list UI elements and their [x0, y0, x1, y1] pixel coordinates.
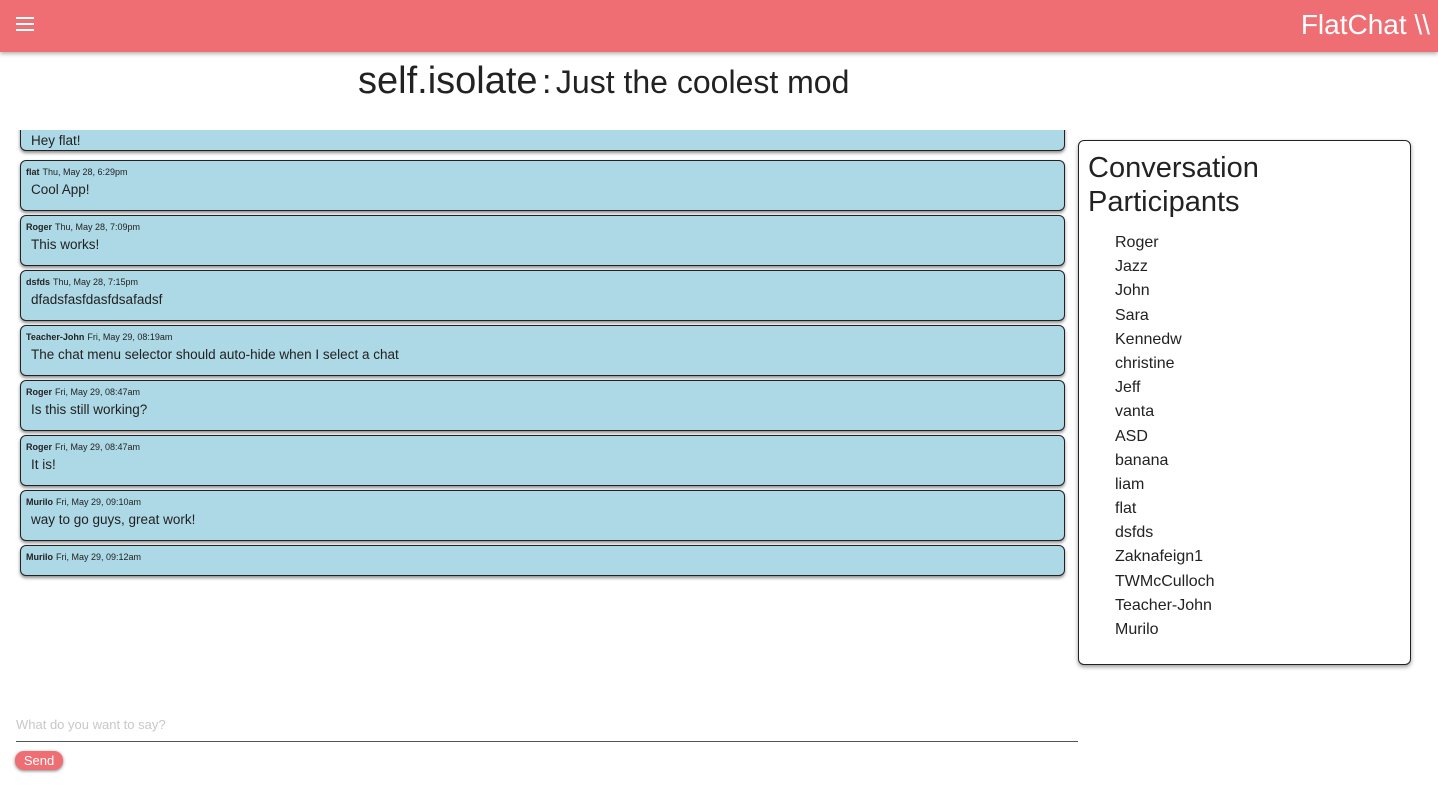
participant-item: Jazz [1115, 258, 1148, 276]
participant-item: Murilo [1115, 621, 1159, 638]
message-timestamp: Thu, May 28, 6:29pm [42, 167, 128, 177]
message-text: dfadsfasfdasfdsafadsf [31, 292, 163, 307]
message-timestamp: Fri, May 29, 08:19am [87, 332, 173, 342]
message-author: Murilo [26, 497, 53, 507]
message-timestamp: Fri, May 29, 08:47am [55, 442, 141, 452]
participant-item: John [1115, 282, 1150, 300]
chat-name: self.isolate [358, 60, 538, 102]
message-timestamp: Fri, May 29, 09:10am [56, 497, 142, 507]
message-input[interactable] [16, 708, 1078, 742]
participant-item: Zaknafeign1 [1115, 548, 1204, 566]
app-brand: FlatChat \\ [1300, 9, 1430, 40]
message-author: Roger [26, 387, 53, 397]
message-timestamp: Fri, May 29, 08:47am [55, 387, 141, 397]
participant-item: vanta [1115, 403, 1155, 421]
message-text: Hey flat! [31, 133, 81, 148]
participant-item: dsfds [1115, 524, 1154, 542]
participants-panel: Conversation Participants Roger Jazz Joh… [1078, 140, 1411, 665]
message-text: The chat menu selector should auto-hide … [31, 347, 399, 362]
participant-item: ASD [1115, 427, 1148, 445]
participant-item: christine [1115, 354, 1175, 372]
message-author: Teacher-John [26, 332, 85, 342]
top-app-bar: FlatChat \\ [0, 0, 1438, 52]
participant-item: TWMcCulloch [1115, 572, 1215, 590]
participant-item: banana [1115, 451, 1169, 469]
message-text: This works! [31, 237, 100, 252]
message-text: Is this still working? [31, 402, 148, 417]
message-timestamp: Thu, May 28, 7:09pm [55, 222, 141, 232]
participants-list: Roger Jazz John Sara Kennedw christine J… [1115, 233, 1215, 644]
message-author: Roger [26, 222, 53, 232]
chat-description: Just the coolest mod [555, 64, 850, 100]
message-author: flat [26, 167, 40, 177]
send-button[interactable]: Send [15, 751, 63, 770]
chat-title-separator: : [542, 63, 552, 101]
message-text: way to go guys, great work! [31, 512, 196, 527]
chat-title: self.isolate : Just the coolest mod [358, 60, 849, 108]
message-timestamp: Fri, May 29, 09:12am [56, 552, 142, 562]
message-author: Roger [26, 442, 53, 452]
message-timestamp: Thu, May 28, 7:15pm [53, 277, 139, 287]
message-text: It is! [31, 457, 56, 472]
participant-item: Kennedw [1115, 330, 1182, 348]
participants-title: Conversation Participants [1088, 152, 1259, 218]
participant-item: Teacher-John [1115, 596, 1212, 614]
participant-item: Roger [1115, 234, 1159, 251]
participant-item: liam [1115, 475, 1145, 493]
message-author: Murilo [26, 552, 53, 562]
message-item: Hey flat! [20, 130, 1065, 151]
participant-item: flat [1115, 500, 1137, 518]
hamburger-menu-icon[interactable] [16, 17, 34, 31]
participant-item: Sara [1115, 306, 1149, 324]
participant-item: Jeff [1115, 379, 1141, 397]
message-author: dsfds [26, 277, 51, 287]
message-text: Cool App! [31, 182, 90, 197]
